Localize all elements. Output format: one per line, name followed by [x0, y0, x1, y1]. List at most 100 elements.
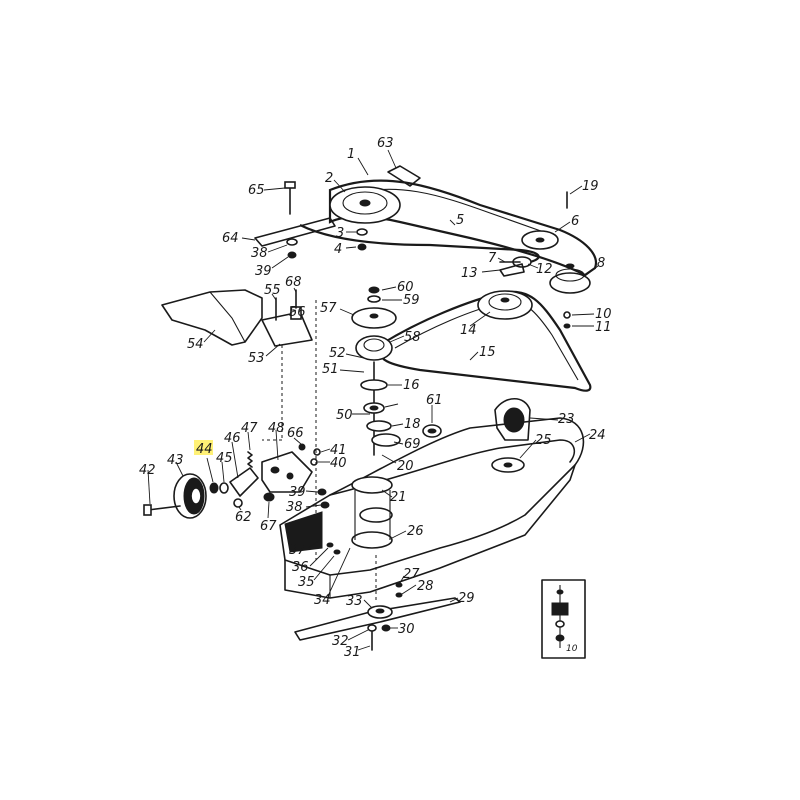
label-38-upper: 38 — [251, 246, 268, 261]
pulley-14-bore — [500, 297, 510, 303]
label-2: 2 — [325, 171, 333, 186]
label-44: 44 — [196, 442, 213, 457]
idler-bracket-63 — [387, 165, 421, 187]
label-33: 33 — [346, 594, 363, 609]
nut-28 — [395, 592, 403, 598]
label-54: 54 — [187, 337, 204, 352]
leader-8 — [584, 265, 599, 277]
spacer-44 — [209, 482, 219, 494]
label-28: 28 — [417, 579, 434, 594]
deck-skirt — [284, 464, 576, 599]
inset-frame — [541, 579, 586, 659]
label-12: 12 — [536, 262, 553, 277]
label-65: 65 — [248, 183, 265, 198]
inset-block — [551, 602, 569, 616]
leader-28 — [401, 584, 417, 595]
leader-12 — [527, 263, 539, 269]
label-25: 25 — [535, 433, 552, 448]
label-6: 6 — [571, 214, 579, 229]
label-31: 31 — [344, 645, 361, 660]
bolt-66 — [298, 443, 306, 451]
label-56: 56 — [289, 305, 306, 320]
label-13: 13 — [461, 266, 478, 281]
mandrel-26 — [351, 531, 393, 549]
bracket-48 — [261, 451, 313, 493]
arm-64 — [254, 217, 336, 247]
label-61: 61 — [426, 393, 443, 408]
label-4: 4 — [334, 242, 342, 257]
label-69: 69 — [404, 437, 421, 452]
leader-44 — [206, 457, 214, 483]
washer-32 — [367, 624, 377, 632]
leader-15 — [469, 351, 479, 361]
highlight-44 — [194, 440, 213, 455]
deck-belt-15 — [377, 290, 592, 392]
label-58: 58 — [404, 330, 421, 345]
leader-68 — [293, 287, 297, 293]
chute-fold — [209, 291, 246, 343]
label-5: 5 — [456, 213, 464, 228]
leader-32 — [347, 629, 369, 641]
leader-69 — [393, 441, 404, 445]
pulley-14-hub — [488, 293, 522, 311]
belt-lower-run — [299, 224, 540, 264]
bolt-41 — [313, 448, 321, 456]
bolt-65-head — [284, 181, 296, 189]
mandrel-bolts-line — [354, 490, 391, 540]
bracket-48-hole — [270, 466, 280, 474]
leader-60 — [381, 286, 397, 291]
label-48: 48 — [268, 421, 285, 436]
label-24: 24 — [589, 428, 606, 443]
nut-38-lower — [320, 501, 330, 509]
label-10: 10 — [595, 307, 612, 322]
pulley-58-hub — [363, 338, 385, 352]
nut-39-lower — [317, 488, 327, 496]
leader-35 — [313, 555, 335, 581]
label-3: 3 — [336, 226, 344, 241]
label-53: 53 — [248, 351, 265, 366]
leader-45 — [221, 461, 225, 483]
nut-67 — [263, 492, 275, 502]
label-43: 43 — [167, 453, 184, 468]
nut-39 — [287, 251, 297, 259]
washer-16 — [360, 379, 388, 391]
leader-5 — [449, 219, 456, 226]
label-39-lower: 39 — [289, 485, 306, 500]
leader-6 — [554, 221, 571, 233]
label-40: 40 — [330, 456, 347, 471]
bolt-42 — [147, 505, 181, 511]
leader-48 — [275, 429, 279, 461]
belt-guard-23-shade — [503, 407, 525, 433]
label-60: 60 — [397, 280, 414, 295]
leader-1 — [357, 157, 369, 176]
label-1: 1 — [347, 147, 355, 162]
label-26: 26 — [407, 524, 424, 539]
leader-34 — [327, 547, 351, 597]
discharge-chute-54 — [161, 289, 263, 346]
label-39-upper: 39 — [255, 264, 272, 279]
idler-25-bore — [503, 462, 513, 468]
leader-23 — [529, 417, 559, 421]
nut-35 — [333, 549, 341, 555]
leader-lines — [147, 149, 599, 651]
label-21: 21 — [390, 490, 407, 505]
nut-36 — [326, 542, 334, 548]
leader-19 — [569, 185, 583, 195]
mandrel-collar — [359, 507, 393, 523]
bearing-18 — [366, 420, 392, 432]
leader-52 — [345, 353, 365, 359]
leader-31 — [357, 645, 371, 651]
label-15: 15 — [479, 345, 496, 360]
label-19: 19 — [582, 179, 599, 194]
pulley-2-hub — [342, 191, 388, 215]
inset-washer — [555, 620, 565, 628]
leader-14 — [469, 311, 491, 327]
leader-25 — [519, 439, 537, 459]
leader-33 — [363, 599, 373, 609]
pulley-6-bore — [535, 237, 545, 243]
label-67: 67 — [260, 519, 277, 534]
pulley-43-hub — [190, 487, 202, 505]
leader-38b — [305, 504, 322, 508]
label-20: 20 — [397, 459, 414, 474]
label-45: 45 — [216, 451, 233, 466]
